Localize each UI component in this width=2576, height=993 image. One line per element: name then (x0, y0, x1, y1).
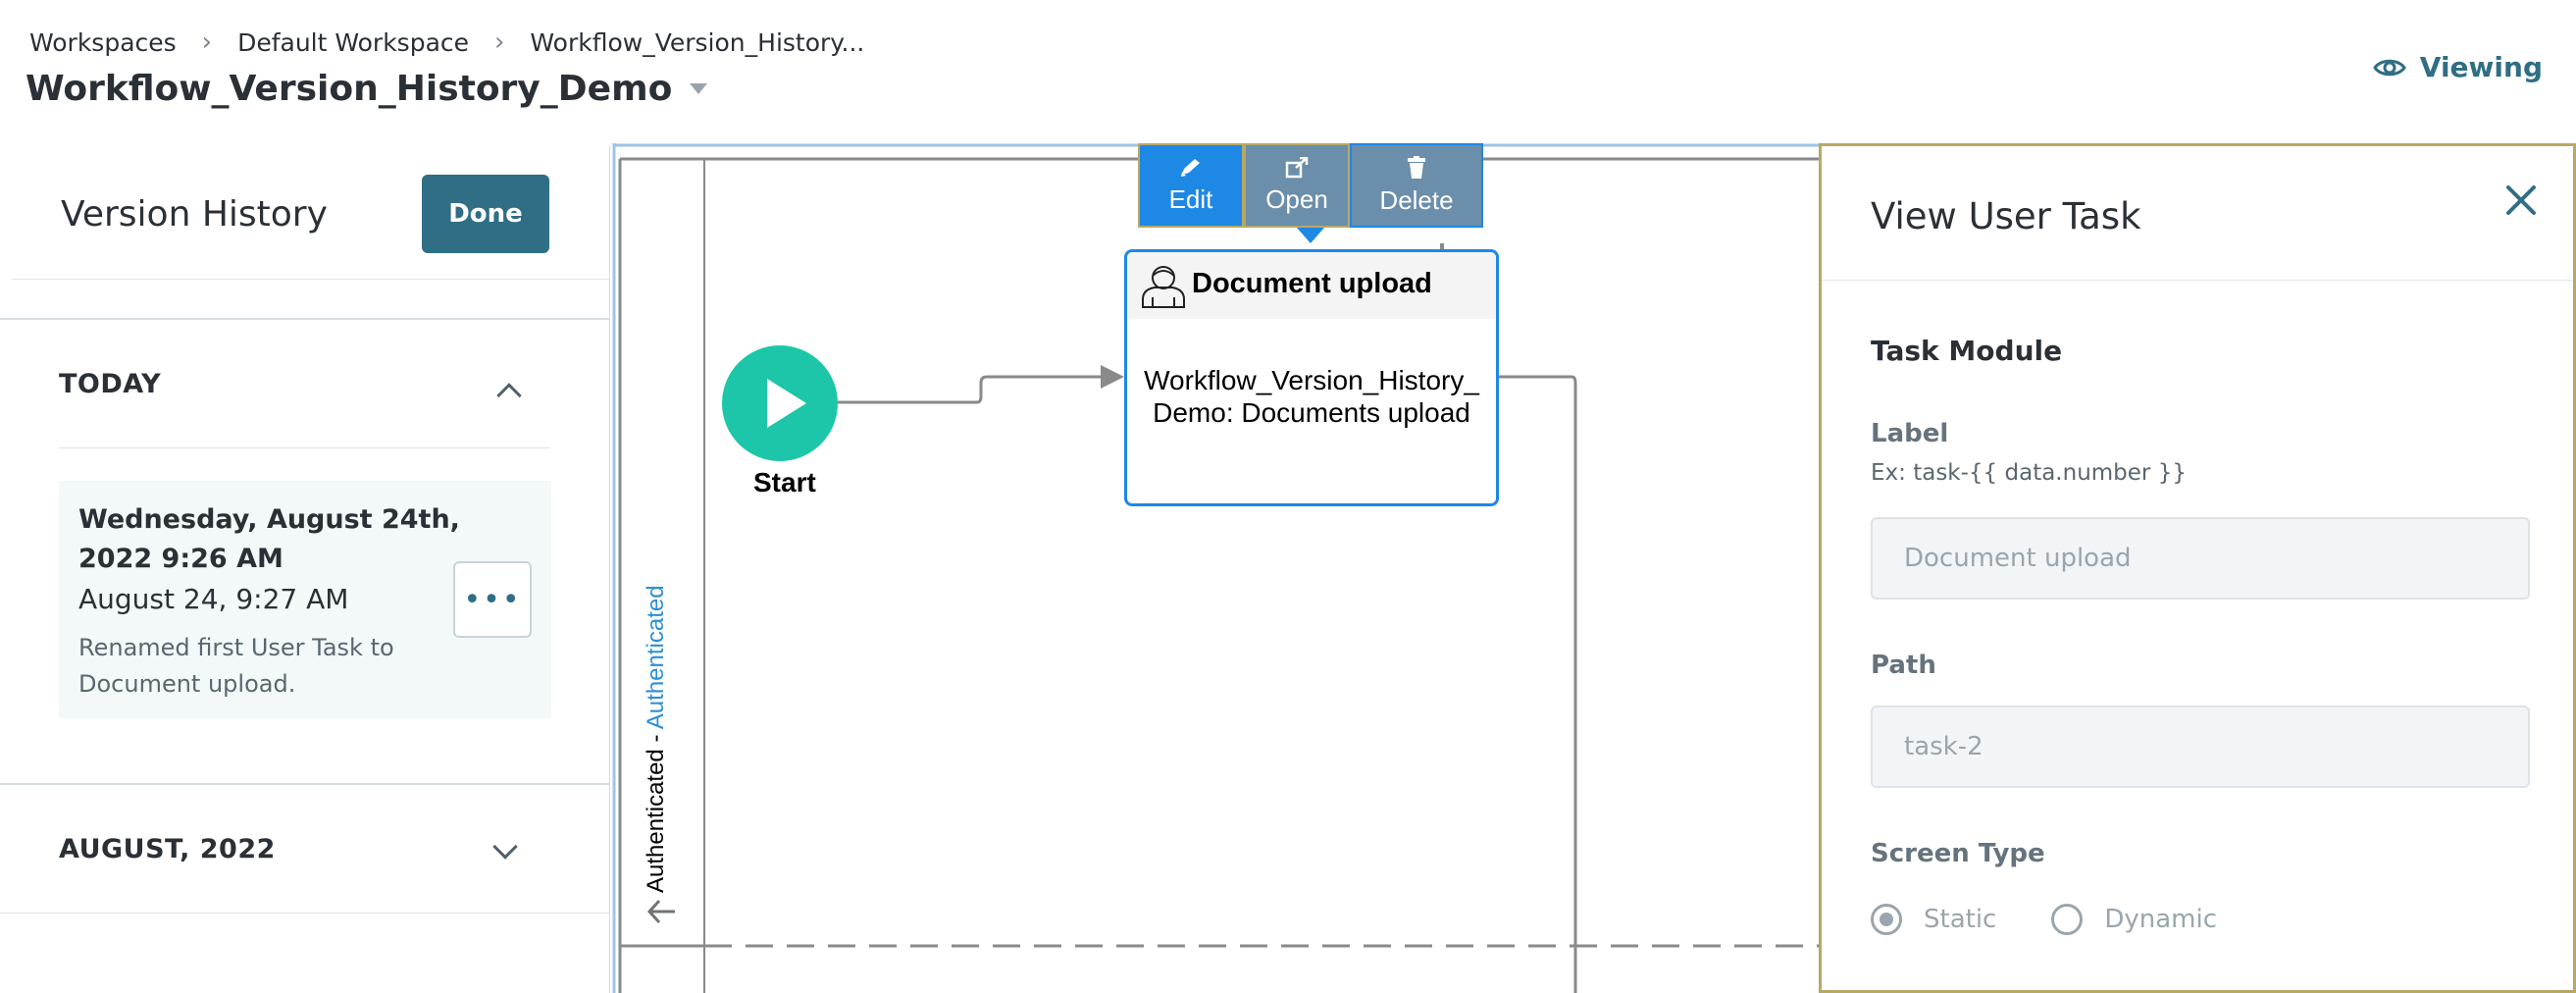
trash-icon (1408, 155, 1425, 179)
divider (0, 783, 609, 785)
chevron-right-icon: › (494, 27, 505, 57)
chevron-up-icon[interactable] (496, 383, 522, 408)
version-history-panel: Version History Done TODAY Wednesday, Au… (0, 145, 610, 993)
delete-label: Delete (1379, 184, 1454, 215)
breadcrumb: Workspaces › Default Workspace › Workflo… (29, 27, 864, 57)
label-input[interactable]: Document upload (1871, 517, 2530, 600)
radio-static[interactable] (1871, 904, 1902, 935)
panel-title: View User Task (1871, 195, 2141, 237)
start-event[interactable] (722, 345, 838, 461)
ellipsis-icon: ••• (463, 582, 522, 617)
divider (12, 279, 609, 280)
screen-type-radio-group: Static Dynamic (1871, 904, 2272, 935)
radio-dynamic-label: Dynamic (2104, 905, 2218, 934)
workflow-title: Workflow_Version_History_Demo (26, 69, 673, 109)
breadcrumb-workspaces[interactable]: Workspaces (29, 27, 177, 57)
radio-static-label: Static (1924, 905, 1997, 934)
page-title[interactable]: Workflow_Version_History_Demo (26, 69, 708, 109)
pencil-icon (1181, 158, 1200, 177)
task-header: Document upload (1127, 252, 1496, 319)
open-label: Open (1265, 183, 1328, 214)
screen-type-label: Screen Type (1871, 839, 2045, 868)
radio-dynamic[interactable] (2051, 904, 2084, 935)
breadcrumb-current-workflow[interactable]: Workflow_Version_History... (530, 27, 865, 57)
element-toolbar: Edit Open Delete (1138, 143, 1483, 228)
path-input[interactable]: task-2 (1871, 706, 2530, 788)
lane-separator: - (643, 729, 669, 750)
caret-down-icon[interactable] (690, 83, 708, 94)
toolbar-pointer (1297, 228, 1324, 243)
version-date: Wednesday, August 24th, 2022 9:26 AM (78, 504, 460, 574)
lane-primary: Authenticated (643, 749, 669, 893)
eye-icon (2372, 59, 2406, 76)
user-task-node[interactable]: Document upload Workflow_Version_History… (1124, 249, 1499, 506)
divider (0, 318, 609, 320)
version-time: August 24, 9:27 AM (78, 583, 349, 615)
divider (59, 447, 550, 448)
view-user-task-panel: View User Task Task Module Label Ex: tas… (1819, 143, 2576, 993)
edit-button[interactable]: Edit (1138, 143, 1244, 228)
viewing-label: Viewing (2419, 51, 2543, 83)
arrow-left-icon[interactable] (645, 895, 679, 928)
done-button[interactable]: Done (422, 175, 549, 253)
chevron-down-icon[interactable] (492, 834, 518, 860)
lane-secondary: Authenticated (643, 585, 669, 730)
user-icon (1142, 266, 1185, 308)
more-options-button[interactable]: ••• (453, 561, 532, 638)
page-header: Workspaces › Default Workspace › Workflo… (0, 0, 2576, 143)
path-field-label: Path (1871, 651, 1936, 680)
chevron-right-icon: › (201, 27, 213, 57)
task-description: Workflow_Version_History_Demo: Documents… (1144, 365, 1479, 428)
edit-label: Edit (1168, 183, 1213, 214)
version-entry[interactable]: Wednesday, August 24th, 2022 9:26 AM Aug… (59, 481, 551, 718)
label-field-hint: Ex: task-{{ data.number }} (1871, 460, 2187, 486)
breadcrumb-default-workspace[interactable]: Default Workspace (237, 27, 470, 57)
task-module-heading: Task Module (1871, 335, 2063, 367)
delete-button[interactable]: Delete (1350, 143, 1483, 228)
task-name: Document upload (1192, 268, 1432, 299)
divider (1822, 280, 2573, 281)
open-button[interactable]: Open (1244, 143, 1350, 228)
label-field-label: Label (1871, 419, 1949, 448)
play-icon (767, 379, 806, 428)
section-header-today[interactable]: TODAY (59, 369, 162, 399)
section-header-august-2022[interactable]: AUGUST, 2022 (59, 834, 276, 864)
lane-label: Authenticated - Authenticated (643, 585, 670, 893)
external-link-icon (1285, 156, 1309, 178)
divider (0, 913, 609, 914)
start-label: Start (753, 467, 816, 497)
version-history-title: Version History (61, 194, 328, 235)
viewing-indicator[interactable]: Viewing (2372, 51, 2543, 83)
close-icon[interactable] (2504, 183, 2538, 217)
version-description: Renamed first User Task to Document uplo… (78, 634, 394, 698)
